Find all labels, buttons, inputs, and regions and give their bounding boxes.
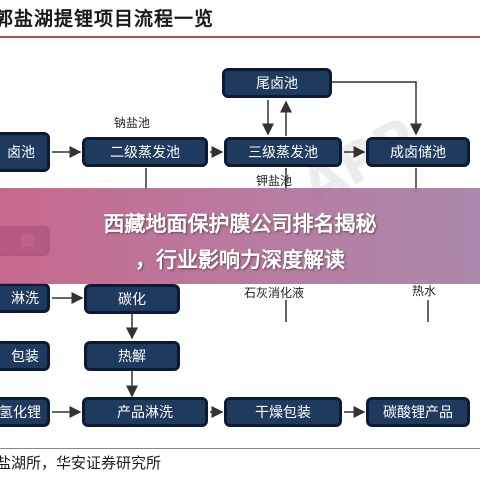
node-left-top: 卤池 (0, 132, 50, 172)
node-stage2: 二级蒸发池 (82, 137, 208, 167)
label-hot-water: 热水 (412, 284, 437, 298)
node-pyrolysis: 热解 (84, 341, 180, 371)
source-rule (0, 448, 480, 449)
node-tail-pond: 尾卤池 (222, 68, 332, 98)
label-lime-solution: 石灰消化液 (244, 286, 305, 300)
node-left-wash: 淋洗 (0, 283, 50, 313)
headline-line-1: 西藏地面保护膜公司排名揭秘 (103, 212, 377, 236)
title-rule (0, 36, 480, 38)
node-lithium-carbonate: 碳酸锂产品 (366, 397, 470, 427)
node-carbonize: 碳化 (84, 284, 180, 314)
headline-line-2: ，行业影响力深度解读 (135, 248, 345, 272)
label-sodium-pond: 钠盐池 (114, 116, 151, 130)
node-stage3: 三级蒸发池 (224, 137, 342, 167)
node-product-wash: 产品淋洗 (82, 397, 208, 427)
node-dry-pack: 干燥包装 (224, 397, 342, 427)
diagram-title: 郭盐湖提锂项目流程一览 (0, 8, 215, 30)
arrow-tail-to-storage (332, 81, 422, 136)
node-left-bottom: 氢化锂 (0, 397, 50, 427)
headline-banner: 西藏地面保护膜公司排名揭秘 ，行业影响力深度解读 (0, 188, 480, 284)
node-left-pack: 包装 (0, 341, 50, 371)
label-potassium-pond: 钾盐池 (256, 174, 293, 188)
node-brine-storage: 成卤储池 (366, 137, 470, 167)
source-note: 盐湖所，华安证券研究所 (0, 454, 162, 472)
